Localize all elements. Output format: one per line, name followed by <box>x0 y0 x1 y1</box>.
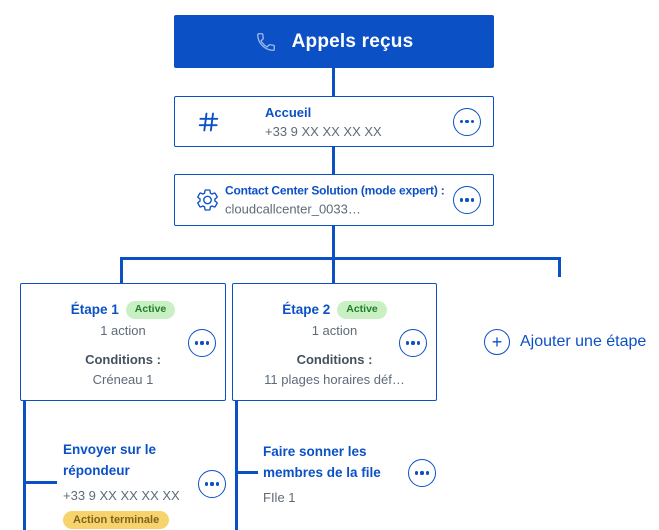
action-1-more-options-button[interactable] <box>198 470 226 498</box>
step-2-conditions-label: Conditions : <box>296 351 373 367</box>
action-1-terminal-badge: Action terminale <box>63 510 170 529</box>
step-1-conditions-value: Créneau 1 <box>92 371 154 387</box>
ellipsis-icon <box>204 482 220 486</box>
accueil-number: +33 9 XX XX XX XX <box>265 123 382 139</box>
ellipsis-icon <box>405 341 421 345</box>
action-2-title: Faire sonner les membres de la file <box>263 444 381 480</box>
connector-drop-step2 <box>332 257 335 283</box>
step-2-action-count: 1 action <box>311 322 358 338</box>
action-2-more-options-button[interactable] <box>408 459 436 487</box>
action-1-title: Envoyer sur le répondeur <box>63 442 157 478</box>
step-1-conditions-label: Conditions : <box>85 351 161 367</box>
step-2-title-row: Étape 2 Active <box>233 301 436 319</box>
add-step-label: Ajouter une étape <box>520 333 647 350</box>
contact-center-solution-node[interactable]: Contact Center Solution (mode expert) : … <box>174 174 494 226</box>
connector-drop-addstep <box>558 257 561 277</box>
gear-icon <box>195 188 220 213</box>
action-card-repondeur[interactable]: Envoyer sur le répondeur +33 9 XX XX XX … <box>63 440 185 529</box>
step-1-more-options-button[interactable] <box>188 329 216 357</box>
step-1-action-count: 1 action <box>100 322 146 338</box>
connector-solution-branch <box>332 226 335 257</box>
hash-icon <box>195 108 222 135</box>
action-card-file[interactable]: Faire sonner les membres de la file FIle… <box>263 442 393 505</box>
connector-trunk-step1 <box>23 399 26 530</box>
solution-more-options-button[interactable] <box>453 186 481 214</box>
add-step-button[interactable]: + Ajouter une étape <box>484 329 646 355</box>
connector-trunk-step2 <box>235 399 238 530</box>
ellipsis-icon <box>459 119 475 124</box>
connector-accueil-solution <box>332 147 335 174</box>
solution-value: cloudcallcenter_0033… <box>225 201 361 217</box>
step-2-conditions-value: 11 plages horaires déf… <box>264 371 405 387</box>
ellipsis-icon <box>194 341 210 345</box>
step-2-more-options-button[interactable] <box>399 329 427 357</box>
connector-branch-bar <box>120 257 561 260</box>
solution-title: Contact Center Solution (mode expert) : <box>225 183 445 198</box>
connector-drop-step1 <box>120 257 123 283</box>
plus-icon: + <box>484 329 510 355</box>
accueil-text: Accueil +33 9 XX XX XX XX <box>265 105 382 139</box>
step-2-title: Étape 2 <box>282 302 331 318</box>
connector-stub-action2 <box>235 471 258 474</box>
phone-icon <box>255 31 277 53</box>
incoming-calls-header: Appels reçus <box>174 15 494 68</box>
connector-stub-action1 <box>23 481 57 484</box>
action-1-detail: +33 9 XX XX XX XX <box>63 487 180 503</box>
action-2-detail: FIle 1 <box>263 489 296 505</box>
step-2-card[interactable]: Étape 2 Active 1 action Conditions : 11 … <box>232 283 437 401</box>
connector-header-accueil <box>332 68 335 96</box>
step-1-card[interactable]: Étape 1 Active 1 action Conditions : Cré… <box>20 283 226 401</box>
step-1-title-row: Étape 1 Active <box>21 301 225 319</box>
ellipsis-icon <box>414 471 430 475</box>
accueil-title: Accueil <box>265 104 312 120</box>
step-1-active-badge: Active <box>125 301 176 319</box>
accueil-node[interactable]: Accueil +33 9 XX XX XX XX <box>174 96 494 147</box>
accueil-more-options-button[interactable] <box>453 107 481 136</box>
step-2-active-badge: Active <box>337 301 387 319</box>
ellipsis-icon <box>459 198 475 202</box>
step-1-title: Étape 1 <box>70 302 119 318</box>
solution-text: Contact Center Solution (mode expert) : … <box>225 184 445 217</box>
header-title: Appels reçus <box>291 30 414 52</box>
